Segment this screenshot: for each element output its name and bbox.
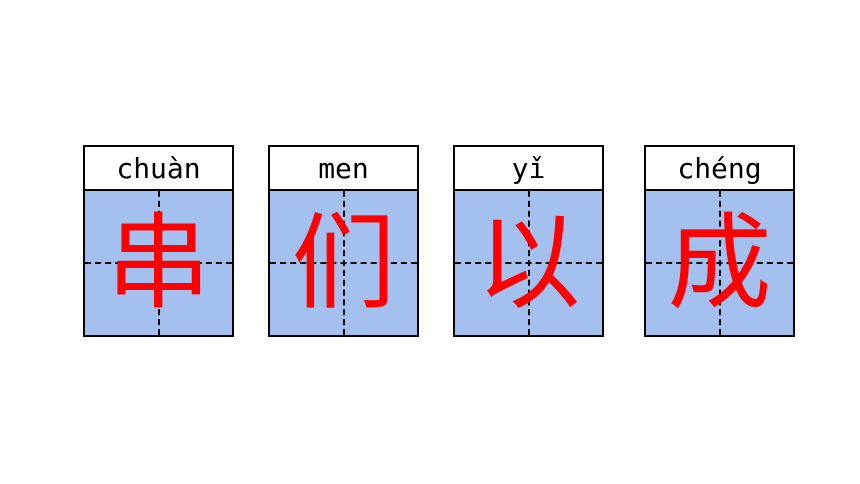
pinyin-text: chéng <box>677 152 762 185</box>
chinese-character: 串 <box>106 202 211 324</box>
writing-grid: 成 <box>646 191 793 335</box>
character-card: chuàn 串 <box>83 145 234 337</box>
writing-grid: 们 <box>270 191 417 335</box>
chinese-character: 以 <box>476 202 581 324</box>
pinyin-box: chéng <box>646 147 793 191</box>
horizontal-guide-line <box>455 262 602 264</box>
character-card: men 们 <box>268 145 419 337</box>
character-card: chéng 成 <box>644 145 795 337</box>
pinyin-text: chuàn <box>116 152 201 185</box>
character-card: yǐ 以 <box>453 145 604 337</box>
horizontal-guide-line <box>270 262 417 264</box>
pinyin-box: men <box>270 147 417 191</box>
pinyin-text: men <box>318 152 369 185</box>
pinyin-box: yǐ <box>455 147 602 191</box>
chinese-character: 们 <box>291 202 396 324</box>
chinese-character: 成 <box>667 202 772 324</box>
horizontal-guide-line <box>646 262 793 264</box>
writing-grid: 串 <box>85 191 232 335</box>
pinyin-box: chuàn <box>85 147 232 191</box>
pinyin-text: yǐ <box>511 152 546 185</box>
horizontal-guide-line <box>85 262 232 264</box>
writing-grid: 以 <box>455 191 602 335</box>
character-card-row: chuàn 串 men 们 yǐ 以 chéng <box>0 145 860 339</box>
